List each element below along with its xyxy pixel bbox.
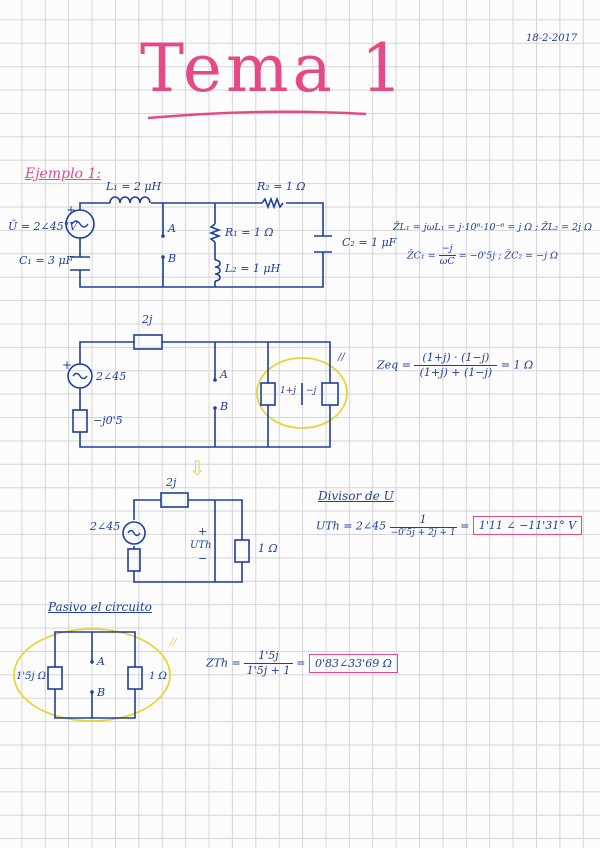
circuit3-minus: − <box>198 552 208 565</box>
zth-equals: = <box>296 656 306 670</box>
ac-source-icon <box>65 209 95 239</box>
zth-result: 0'83∠33'69 Ω <box>308 653 398 673</box>
divider-fraction: 1 −0'5j + 2j + 1 <box>389 513 457 539</box>
circuit1-l2-label: L₂ = 1 μH <box>225 262 281 275</box>
page-title: Tema 1 <box>140 30 407 107</box>
section2-node-b: B <box>97 686 106 699</box>
divider-lhs: UTh = 2∠45 <box>316 519 387 533</box>
zth-label: ZTh = <box>206 656 241 670</box>
divider-heading: Divisor de U <box>318 489 394 503</box>
circuit3-source-label: 2∠45 <box>90 520 121 533</box>
parallel-mark-2: // <box>170 637 177 648</box>
divider-denominator: −0'5j + 2j + 1 <box>390 528 456 539</box>
series-impedance-2j <box>133 334 163 350</box>
zeq-fraction: (1+j) · (1−j) (1+j) + (1−j) <box>414 351 498 380</box>
circuit2-node-b: B <box>220 400 229 413</box>
zeq-numerator: (1+j) · (1−j) <box>414 351 498 367</box>
resistor-r2 <box>261 196 284 210</box>
circuit1-plus: + <box>66 203 77 217</box>
impedance-box-minus-j <box>321 382 339 406</box>
circuit2-node-a: A <box>220 368 228 381</box>
source-series-box <box>127 548 141 572</box>
circuit1-source-label: Ū = 2∠45°V <box>8 220 78 233</box>
highlight-ellipse-2 <box>13 628 171 722</box>
zeq-label: Zeq = <box>377 358 411 372</box>
circuit1-c2-label: C₂ = 1 μF <box>342 236 397 249</box>
circuit3-vth-label: UTh <box>190 540 212 551</box>
zth-denominator: 1'5j + 1 <box>246 664 291 678</box>
circuit3-r-label: 1 Ω <box>258 542 278 555</box>
down-arrow-icon: ⇩ <box>189 456 206 480</box>
zc1-prefix: Z̄C₁ = <box>407 250 436 262</box>
series-impedance-2j <box>160 492 189 508</box>
section2-heading: Pasivo el circuito <box>48 600 152 614</box>
divider-numerator: 1 <box>389 513 457 529</box>
inductor-l1 <box>109 196 151 204</box>
resistor-r1 <box>208 223 222 243</box>
inductor-l2 <box>214 259 221 282</box>
resistor-box-1ohm <box>127 666 143 690</box>
circuit2-plus: + <box>62 358 73 372</box>
highlight-ellipse-1 <box>256 357 348 429</box>
date: 18-2-2017 <box>526 33 578 44</box>
zeq-denominator: (1+j) + (1−j) <box>419 366 493 380</box>
section2-node-a: A <box>97 655 105 668</box>
zth-formula: ZTh = 1'5j 1'5j + 1 = 0'83∠33'69 Ω <box>206 649 398 678</box>
circuit2-series-label: 2j <box>142 313 153 326</box>
zeq-formula: Zeq = (1+j) · (1−j) (1+j) + (1−j) = 1 Ω <box>377 351 534 380</box>
ac-source-icon <box>122 521 146 545</box>
circuit1-l1-label: L₁ = 2 μH <box>106 180 162 193</box>
resistor-box-1ohm <box>234 539 250 563</box>
zc1-numerator: −j <box>438 243 456 257</box>
zeq-result: = 1 Ω <box>500 358 534 372</box>
circuit1-c1-label: C₁ = 3 μF <box>19 254 74 267</box>
impedance-box-1-5j <box>47 666 63 690</box>
circuit1-node-a: A <box>168 222 176 235</box>
zc1-denominator: ωC <box>439 256 455 268</box>
capacitor-c1 <box>70 256 90 271</box>
section2-left-label: 1'5j Ω <box>16 671 47 682</box>
divider-formula: UTh = 2∠45 1 −0'5j + 2j + 1 = 1'11 ∠ −11… <box>316 513 583 539</box>
divider-equals: = <box>460 519 470 533</box>
impedance-line-1: Z̄L₁ = jωL₁ = j·10⁶·10⁻⁶ = j Ω ; Z̄L₂ = … <box>393 222 593 233</box>
capacitor-c2 <box>314 235 332 253</box>
capacitor-box <box>72 409 88 433</box>
zth-numerator: 1'5j <box>244 649 293 665</box>
circuit1-r1-label: R₁ = 1 Ω <box>225 226 274 239</box>
zc1-suffix: = −0'5j ; Z̄C₂ = −j Ω <box>458 250 558 262</box>
zc1-fraction: −j ωC <box>438 243 456 268</box>
section2-right-label: 1 Ω <box>149 671 167 682</box>
impedance-box-1-plus-j <box>260 382 276 406</box>
impedance-line-2: Z̄C₁ = −j ωC = −0'5j ; Z̄C₂ = −j Ω <box>407 243 558 268</box>
circuit3-plus: + <box>198 525 208 538</box>
circuit2-c1-label: −j0'5 <box>93 414 123 427</box>
ac-source-icon <box>67 363 93 389</box>
circuit3-series-label: 2j <box>166 476 177 489</box>
zth-fraction: 1'5j 1'5j + 1 <box>244 649 293 678</box>
circuit2-box2-label: −j <box>306 386 317 396</box>
circuit2-source-label: 2∠45 <box>96 370 127 383</box>
example-label: Ejemplo 1: <box>25 166 102 182</box>
circuit1-node-b: B <box>168 252 177 265</box>
circuit1-r2-label: R₂ = 1 Ω <box>257 180 306 193</box>
divider-result: 1'11 ∠ −11'31° V <box>472 516 583 536</box>
parallel-mark-1: // <box>338 352 345 363</box>
circuit2-box-label: 1+j <box>280 386 297 396</box>
